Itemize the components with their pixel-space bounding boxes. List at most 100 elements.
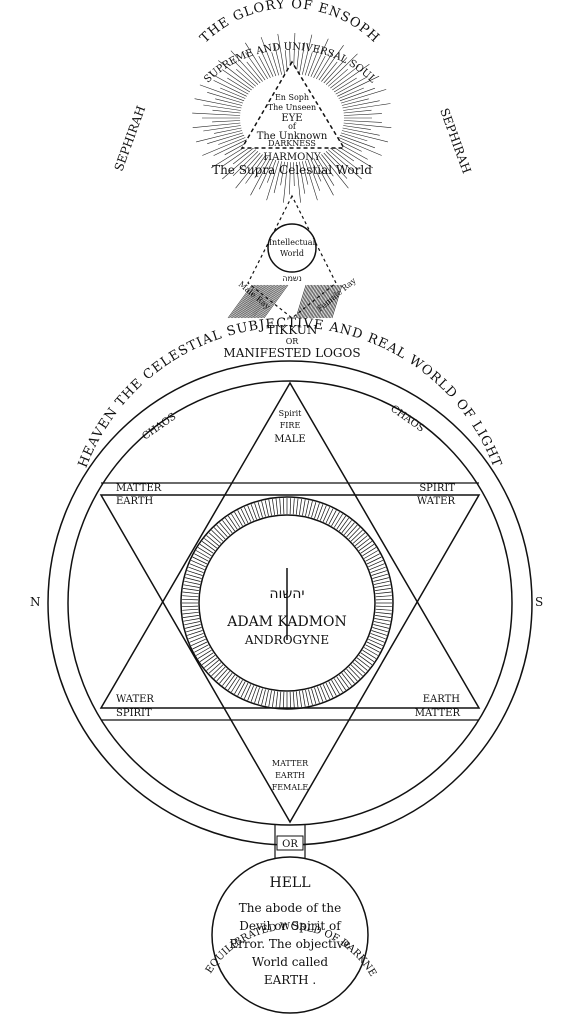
logos-ray <box>262 284 287 319</box>
logos-ray <box>247 284 273 319</box>
ring-hatch-line <box>375 615 392 618</box>
tikkun-or: OR <box>286 337 300 346</box>
glory-ray <box>337 75 380 97</box>
logos-ray <box>239 284 264 319</box>
glory-ray <box>343 103 391 111</box>
ring-hatch-line <box>299 691 302 708</box>
glory-ray <box>343 122 392 128</box>
glory-ray <box>266 160 280 201</box>
ring-hatch-line <box>331 679 340 695</box>
glory-ray <box>218 60 254 89</box>
ring-hatch-line <box>182 598 199 601</box>
ring-hatch-line <box>365 553 380 562</box>
ring-hatch-line <box>222 672 233 686</box>
ring-hatch-line <box>186 573 202 579</box>
glory-ray <box>202 137 246 156</box>
ring-hatch-line <box>240 682 249 698</box>
ring-hatch-line <box>261 501 266 517</box>
hatched-ring <box>182 498 392 708</box>
left-lower-1: WATER <box>116 694 154 705</box>
ring-hatch-line <box>295 498 299 515</box>
ring-hatch-line <box>308 689 313 705</box>
glory-ray <box>259 46 274 77</box>
glory-ray <box>245 42 268 80</box>
glory-ray <box>273 161 282 194</box>
ring-hatch-line <box>243 506 252 522</box>
ring-hatch-line <box>186 630 203 636</box>
glory-ray <box>289 162 291 195</box>
ring-hatch-line <box>182 611 199 615</box>
ring-hatch-line <box>289 691 292 708</box>
glory-ray <box>310 38 329 77</box>
logos-ray <box>305 284 317 319</box>
glory-ray <box>337 139 362 152</box>
glory-ray <box>203 125 241 132</box>
ring-hatch-line <box>237 681 246 696</box>
ring-hatch-line <box>356 538 370 549</box>
ring-hatch-line <box>237 510 246 525</box>
glory-ray <box>341 98 369 106</box>
ring-hatch-line <box>358 541 373 551</box>
ring-hatch-line <box>197 547 212 557</box>
bottom-point-1: MATTER <box>272 759 309 768</box>
logos-ray <box>249 284 274 319</box>
ring-hatch-line <box>319 505 327 521</box>
ring-hatch-line <box>225 674 235 689</box>
triangle-line-5: The Unknown <box>257 131 328 142</box>
ring-hatch-line <box>333 678 343 693</box>
ring-hatch-line <box>365 644 380 653</box>
glory-ray <box>215 98 243 106</box>
ring-hatch-line <box>375 611 392 615</box>
ring-hatch-line <box>190 638 206 647</box>
ring-hatch-line <box>190 559 206 568</box>
ring-hatch-line <box>302 690 306 707</box>
glory-ray <box>194 98 242 109</box>
south-label: S <box>535 595 543 609</box>
logos-ray <box>257 284 283 319</box>
ring-hatch-line <box>369 563 385 571</box>
ring-hatch-line <box>346 668 358 682</box>
logos-rays <box>227 284 343 319</box>
logos-ray <box>227 284 253 319</box>
logos-ray <box>327 284 338 319</box>
glory-ray <box>338 137 382 156</box>
glory-ray <box>343 113 382 116</box>
intellectual-line-1: Intellectual <box>269 238 316 247</box>
ring-hatch-line <box>183 584 200 588</box>
glory-ray <box>310 159 322 182</box>
ring-hatch-line <box>192 556 208 565</box>
glory-ray <box>236 68 256 87</box>
ring-hatch-line <box>317 504 324 520</box>
glory-ray <box>340 89 387 104</box>
ring-hatch-line <box>360 652 375 662</box>
ring-outer <box>180 496 394 710</box>
glory-ray <box>207 132 244 144</box>
right-lower-2: MATTER <box>415 708 461 719</box>
ring-hatch-line <box>343 670 355 684</box>
glory-ray <box>328 149 362 180</box>
hebrew-small: נשמה <box>282 274 302 283</box>
glory-ray <box>302 161 309 185</box>
glory-ray <box>227 77 251 93</box>
glory-ray <box>343 120 382 123</box>
ring-hatch-line <box>282 691 285 708</box>
ring-hatch-line <box>186 570 203 576</box>
glory-ray <box>341 130 388 143</box>
logos-ray <box>229 284 254 319</box>
ring-hatch-line <box>264 500 269 516</box>
glory-ray <box>313 55 326 78</box>
hell-title: HELL <box>269 875 310 891</box>
ring-hatch-line <box>201 655 216 665</box>
ring-hatch-line <box>328 681 337 696</box>
logos-ray <box>245 284 270 319</box>
ring-hatch-line <box>197 649 212 659</box>
ring-hatch-line <box>305 500 310 516</box>
ring-hatch-line <box>264 690 269 706</box>
ring-hatch-line <box>374 580 390 585</box>
ring-hatch-line <box>279 498 282 515</box>
ring-hatch-line <box>317 686 324 702</box>
logos-ray <box>295 284 307 319</box>
ring-hatch-line <box>182 595 199 598</box>
ring-hatch-line <box>362 649 377 659</box>
